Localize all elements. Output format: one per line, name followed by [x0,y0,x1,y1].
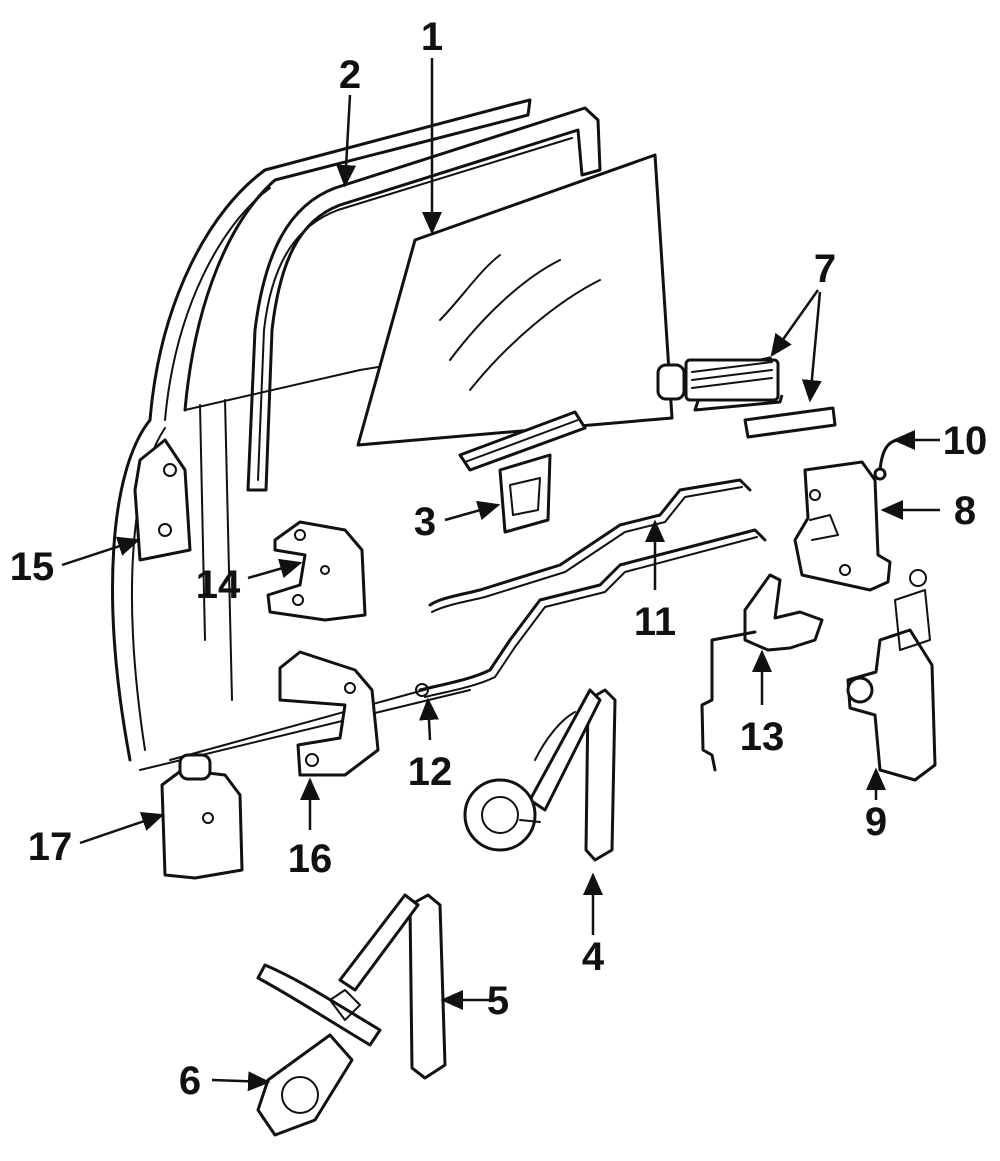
callout-5: 5 [487,979,509,1023]
part-1-window-glass [356,153,674,447]
callout-4: 4 [582,935,605,979]
leader-12 [419,697,439,741]
callout-8: 8 [954,489,976,533]
part-8-latch [793,460,892,592]
leader-17 [79,811,165,845]
part-12-handle-rod [415,528,767,698]
part-13-handle-lever [700,573,824,772]
leader-7b [801,291,822,403]
callout-17: 17 [28,825,73,869]
part-16-lower-door-hinge [278,650,380,777]
callout-16: 16 [288,837,333,881]
callout-6: 6 [179,1059,201,1103]
leader-lines [61,58,940,1092]
part-2-run-channel [246,106,602,492]
callout-labels: 1 2 3 4 5 6 7 8 9 10 11 12 13 14 15 16 1… [10,15,988,1103]
part-15-upper-body-hinge [133,438,192,562]
leader-14 [247,558,303,580]
callout-14: 14 [196,563,241,607]
part-11-lock-rod [428,478,752,613]
part-3-sash-channel [458,410,587,534]
callout-13: 13 [740,715,785,759]
part-7-glass-run-strips [656,356,837,439]
part-17-lower-body-hinge [160,753,244,880]
callout-9: 9 [865,800,887,844]
leader-15 [61,536,141,567]
part-10-clip [873,438,902,481]
part-6-regulator-gear [256,989,361,1137]
leader-7a [770,289,820,358]
callout-1: 1 [421,15,443,59]
callout-15: 15 [10,545,55,589]
callout-3: 3 [414,500,436,544]
leader-6 [211,1071,271,1092]
part-5-manual-regulator [256,893,447,1080]
part-4-power-regulator [463,688,617,862]
callout-11: 11 [634,600,676,644]
leader-3 [444,500,501,522]
callout-12: 12 [408,750,453,794]
part-14-upper-door-hinge [266,520,367,622]
part-9-lock-actuator [846,569,937,782]
callout-10: 10 [943,419,988,463]
callout-2: 2 [339,53,361,97]
leader-2 [336,94,357,188]
callout-7: 7 [814,247,836,291]
